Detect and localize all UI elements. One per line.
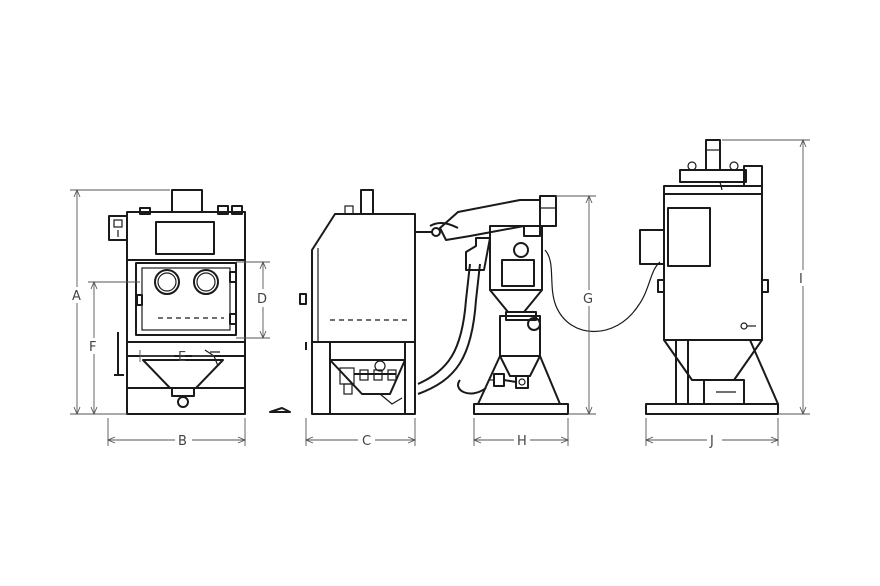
reclaimer-valve-center — [515, 375, 529, 389]
dimension-label-h: H — [517, 434, 527, 449]
reclaimer-hose-inner — [417, 263, 481, 395]
reclaimer-pressure-vessel — [499, 315, 541, 357]
front-door-hinge-bottom — [229, 313, 237, 325]
side-inlet-fitting — [431, 227, 441, 237]
collector-filter-door — [667, 207, 711, 267]
collector-top-flange — [663, 185, 763, 195]
collector-hopper — [663, 339, 763, 381]
dimension-label-i: I — [799, 272, 803, 287]
front-top-stub-mid — [217, 205, 229, 215]
front-metering-valve — [177, 396, 189, 408]
front-view-window — [155, 221, 215, 255]
reclaimer-return-hose — [457, 379, 487, 395]
front-door-latch-left — [136, 294, 143, 306]
side-lower-frame — [311, 341, 416, 415]
dimension-label-j: J — [709, 434, 714, 449]
front-lower-frame — [126, 341, 246, 415]
dimension-label-d: D — [257, 292, 267, 307]
reclaimer-screen-box — [501, 259, 535, 287]
dimension-label-e: E — [178, 350, 186, 365]
front-upper-body — [126, 211, 246, 261]
reclaimer-leg-right — [539, 355, 561, 405]
side-dimensions: C — [304, 418, 417, 449]
side-hose-fitting — [379, 393, 403, 405]
reclaimer-leg-left — [477, 355, 501, 405]
side-view-cabinet — [269, 189, 481, 415]
collector-dimensions: I J — [644, 138, 810, 449]
front-gauge — [113, 219, 123, 228]
collector-connection-hose — [544, 249, 661, 333]
front-dimensions: A F D E B — [70, 188, 270, 449]
side-filter-regulator — [339, 367, 355, 385]
reclaimer-base-plate — [473, 403, 569, 415]
collector-drain — [740, 322, 748, 330]
side-upper-body — [311, 213, 416, 343]
reclaimer-inspection-port — [513, 242, 529, 258]
side-hopper — [329, 359, 406, 395]
front-view-cabinet — [108, 189, 246, 415]
reclaimer-lower-cone — [499, 355, 541, 377]
collector-base — [645, 403, 779, 415]
left-glove-port — [154, 269, 180, 295]
front-door-hinge-top — [229, 271, 237, 283]
collector-exhaust-stack — [705, 139, 721, 171]
reclaimer-dimensions: G H — [472, 194, 596, 449]
reclaimer-hose-outer — [417, 263, 471, 385]
reclaimer-valve-left — [493, 373, 505, 387]
front-hopper-outlet — [171, 387, 195, 397]
front-door — [135, 262, 237, 336]
dimension-label-b: B — [178, 434, 187, 449]
reclaimer-outlet-flange — [539, 195, 557, 227]
dimension-label-f: F — [89, 340, 96, 355]
reclaimer-pop-up-valve — [527, 317, 541, 331]
dimension-label-a: A — [72, 289, 81, 304]
dust-collector — [639, 139, 779, 415]
right-glove-port — [193, 269, 219, 295]
reclaimer-assembly — [429, 195, 661, 415]
collector-blower-housing — [679, 169, 747, 183]
front-control-panel — [108, 215, 128, 241]
side-pressure-gauge — [374, 360, 386, 372]
front-exhaust-collar — [171, 189, 203, 213]
floor-nozzle — [269, 407, 291, 413]
reclaimer-cone — [489, 289, 543, 313]
collector-leg-right — [749, 339, 779, 405]
front-valve-fitting — [204, 349, 220, 367]
side-exhaust-collar — [360, 189, 374, 215]
front-top-stub-right — [231, 205, 243, 215]
dimension-label-c: C — [362, 434, 371, 449]
front-hopper — [142, 359, 224, 389]
reclaimer-inlet-elbow — [439, 199, 541, 241]
dimension-label-g: G — [583, 292, 593, 307]
collector-side-panel — [639, 229, 665, 265]
side-pedal-bracket — [299, 293, 307, 305]
